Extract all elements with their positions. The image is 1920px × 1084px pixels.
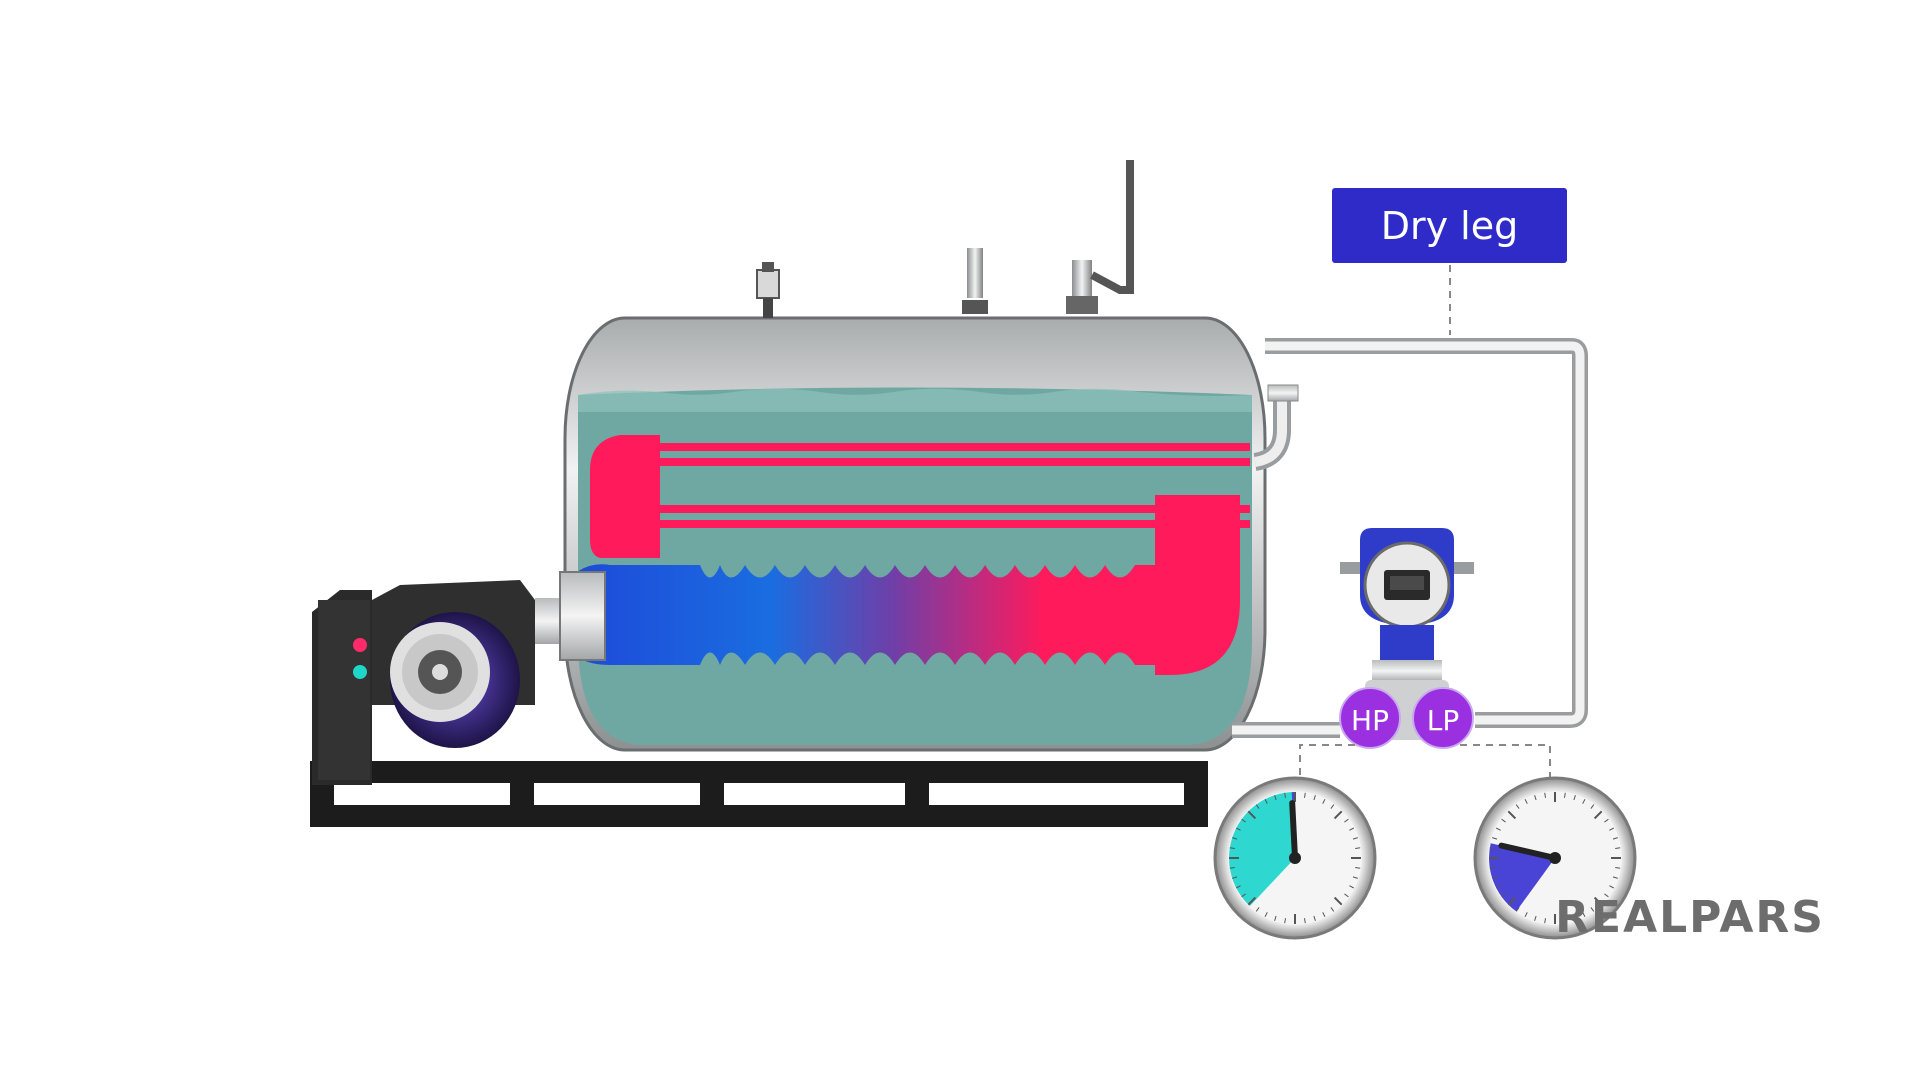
gauge-tick bbox=[1615, 867, 1621, 869]
gauge-tick bbox=[1229, 847, 1235, 849]
gauge-tick bbox=[1322, 912, 1326, 918]
gauge-tick bbox=[1524, 798, 1528, 804]
lp-gauge-ticks bbox=[1489, 792, 1621, 924]
gauge-tick bbox=[1492, 837, 1498, 840]
gauge-tick bbox=[1489, 867, 1495, 869]
hp-gauge-leader bbox=[1299, 744, 1355, 778]
gauge-tick bbox=[1313, 915, 1316, 921]
gauge-tick bbox=[1264, 912, 1268, 918]
gauge-tick bbox=[1593, 896, 1603, 906]
gauge-tick bbox=[1241, 893, 1246, 898]
gauge-tick bbox=[1507, 896, 1517, 906]
gauge-tick bbox=[1501, 818, 1506, 823]
gauge-tick bbox=[1344, 818, 1349, 823]
gauge-tick bbox=[1284, 918, 1286, 924]
gauge-tick bbox=[1544, 792, 1546, 798]
gauge-tick bbox=[1582, 912, 1586, 918]
gauge-tick bbox=[1284, 792, 1286, 798]
realpars-watermark: REALPARS bbox=[1555, 892, 1825, 943]
gauge-tick bbox=[1573, 915, 1576, 921]
gauge-tick bbox=[1515, 907, 1520, 912]
gauge-tick bbox=[1489, 847, 1495, 849]
gauge-tick bbox=[1247, 810, 1257, 820]
indicator-light-red bbox=[353, 638, 367, 652]
gauge-tick bbox=[1235, 827, 1241, 831]
gauge-tick bbox=[1333, 896, 1343, 906]
gauge-tick bbox=[1255, 804, 1260, 809]
dry-leg-label: Dry leg bbox=[1380, 203, 1519, 248]
gauge-tick bbox=[1355, 867, 1361, 869]
gauge-tick bbox=[1612, 876, 1618, 879]
gauge-tick bbox=[1604, 818, 1609, 823]
gauge-tick bbox=[1330, 907, 1335, 912]
gauge-tick bbox=[1333, 810, 1343, 820]
gauge-tick bbox=[1582, 798, 1586, 804]
gauge-tick bbox=[1534, 915, 1537, 921]
gauge-tick bbox=[1330, 804, 1335, 809]
indicator-light-cyan bbox=[353, 665, 367, 679]
gauge-tick bbox=[1232, 876, 1238, 879]
hp-port-label: HP bbox=[1351, 704, 1389, 737]
gauge-tick bbox=[1313, 795, 1316, 801]
gauge-tick bbox=[1593, 810, 1603, 820]
gauge-tick bbox=[1612, 837, 1618, 840]
hp-gauge-fill-cyan bbox=[1228, 792, 1295, 907]
gauge-tick bbox=[1247, 896, 1257, 906]
burner-blower bbox=[312, 580, 565, 785]
gauge-tick bbox=[1322, 798, 1326, 804]
gauge-tick bbox=[1507, 810, 1517, 820]
gauge-tick bbox=[1534, 795, 1537, 801]
gauge-tick bbox=[1255, 907, 1260, 912]
lp-port: LP bbox=[1412, 687, 1474, 749]
gauge-tick bbox=[1495, 885, 1501, 889]
gauge-tick bbox=[1355, 847, 1361, 849]
dry-leg-callout: Dry leg bbox=[1332, 188, 1567, 263]
fire-tubes bbox=[590, 435, 1250, 675]
gauge-tick bbox=[1609, 885, 1615, 889]
gauge-tick bbox=[1304, 918, 1306, 924]
gauge-tick bbox=[1264, 798, 1268, 804]
gauge-tick bbox=[1524, 912, 1528, 918]
gauge-tick bbox=[1349, 885, 1355, 889]
flame bbox=[560, 564, 1165, 665]
lp-gauge-needle bbox=[1498, 842, 1558, 861]
gauge-tick bbox=[1604, 893, 1609, 898]
gauge-tick bbox=[1609, 827, 1615, 831]
gauge-tick bbox=[1590, 907, 1595, 912]
gauge-tick bbox=[1304, 792, 1306, 798]
gauge-tick bbox=[1235, 885, 1241, 889]
gauge-tick bbox=[1274, 915, 1277, 921]
gauge-tick bbox=[1352, 837, 1358, 840]
gauge-tick bbox=[1501, 893, 1506, 898]
lp-gauge-leader bbox=[1460, 744, 1551, 778]
gauge-tick bbox=[1515, 804, 1520, 809]
gauge-tick bbox=[1615, 847, 1621, 849]
lp-pressure-gauge bbox=[1473, 776, 1637, 940]
skid-base bbox=[310, 761, 1208, 827]
hp-port: HP bbox=[1339, 687, 1401, 749]
gauge-tick bbox=[1590, 804, 1595, 809]
hp-gauge-needle bbox=[1289, 800, 1298, 861]
gauge-tick bbox=[1274, 795, 1277, 801]
lp-port-label: LP bbox=[1427, 704, 1459, 737]
gauge-tick bbox=[1241, 818, 1246, 823]
gauge-tick bbox=[1544, 918, 1546, 924]
gauge-tick bbox=[1232, 837, 1238, 840]
gauge-tick bbox=[1492, 876, 1498, 879]
gauge-tick bbox=[1344, 893, 1349, 898]
gauge-tick bbox=[1573, 795, 1576, 801]
hp-pressure-gauge bbox=[1213, 776, 1377, 940]
gauge-tick bbox=[1564, 792, 1566, 798]
gauge-tick bbox=[1495, 827, 1501, 831]
top-fittings bbox=[756, 160, 1134, 318]
combustion-furnace bbox=[559, 564, 1165, 665]
dry-leg-piping bbox=[1232, 338, 1588, 738]
gauge-tick bbox=[1349, 827, 1355, 831]
gauge-tick bbox=[1352, 876, 1358, 879]
hp-gauge-ticks bbox=[1229, 792, 1361, 924]
gauge-tick bbox=[1564, 918, 1566, 924]
gauge-tick bbox=[1229, 867, 1235, 869]
